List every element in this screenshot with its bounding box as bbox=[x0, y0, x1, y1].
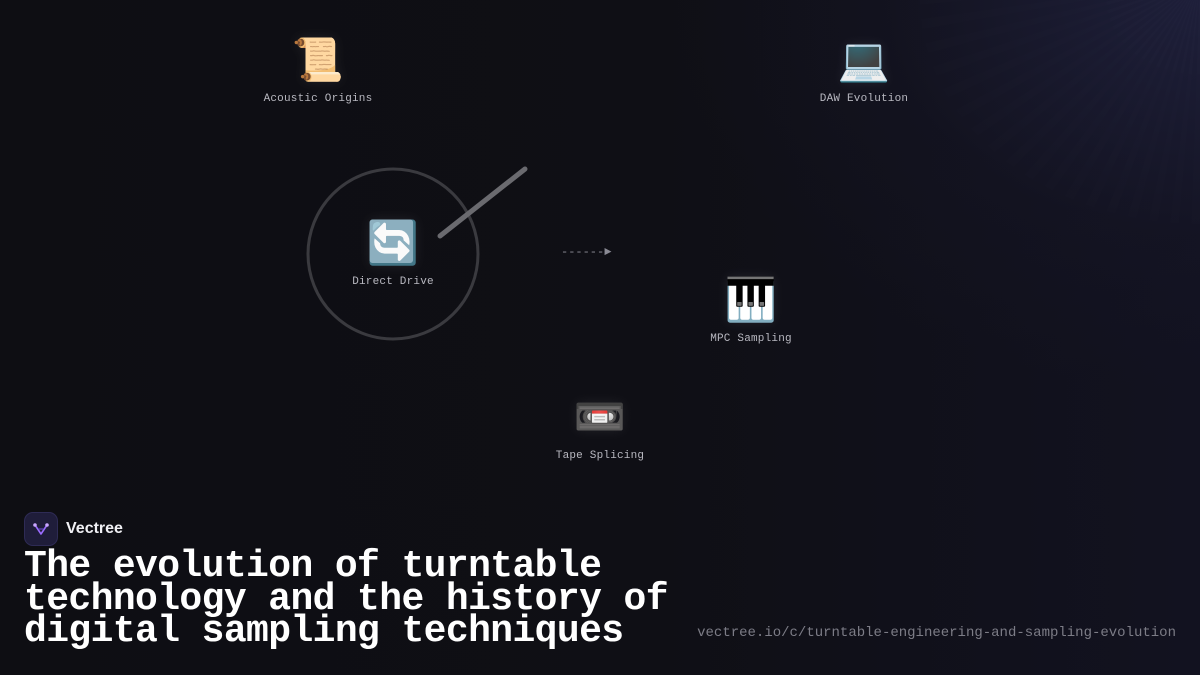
dashed-arrow: ------► bbox=[561, 245, 612, 259]
brand: Vectree bbox=[24, 512, 123, 546]
piano-keys-icon: 🎹 bbox=[724, 275, 778, 324]
brand-name: Vectree bbox=[66, 520, 123, 537]
counterclockwise-arrows-icon: 🔄 bbox=[366, 218, 420, 267]
turntable-platter-ring bbox=[306, 167, 480, 341]
node-label: DAW Evolution bbox=[819, 93, 909, 105]
node-direct-drive: 🔄 Direct Drive bbox=[303, 218, 483, 288]
page-title: The evolution of turntable technology an… bbox=[24, 545, 669, 653]
node-daw-evolution: 💻 DAW Evolution bbox=[774, 35, 954, 105]
node-tape-splicing: 📼 Tape Splicing bbox=[510, 392, 690, 462]
node-label: Acoustic Origins bbox=[263, 93, 373, 105]
node-label: Tape Splicing bbox=[555, 450, 645, 462]
vectree-logo-icon bbox=[24, 512, 58, 546]
scroll-icon: 📜 bbox=[291, 35, 345, 84]
node-acoustic-origins: 📜 Acoustic Origins bbox=[228, 35, 408, 105]
node-label: MPC Sampling bbox=[710, 333, 792, 345]
node-label: Direct Drive bbox=[352, 276, 434, 288]
tonearm bbox=[437, 166, 528, 239]
page-url: vectree.io/c/turntable-engineering-and-s… bbox=[697, 625, 1176, 641]
node-mpc-sampling: 🎹 MPC Sampling bbox=[661, 275, 841, 345]
laptop-icon: 💻 bbox=[837, 35, 891, 84]
videocassette-icon: 📼 bbox=[573, 392, 627, 441]
